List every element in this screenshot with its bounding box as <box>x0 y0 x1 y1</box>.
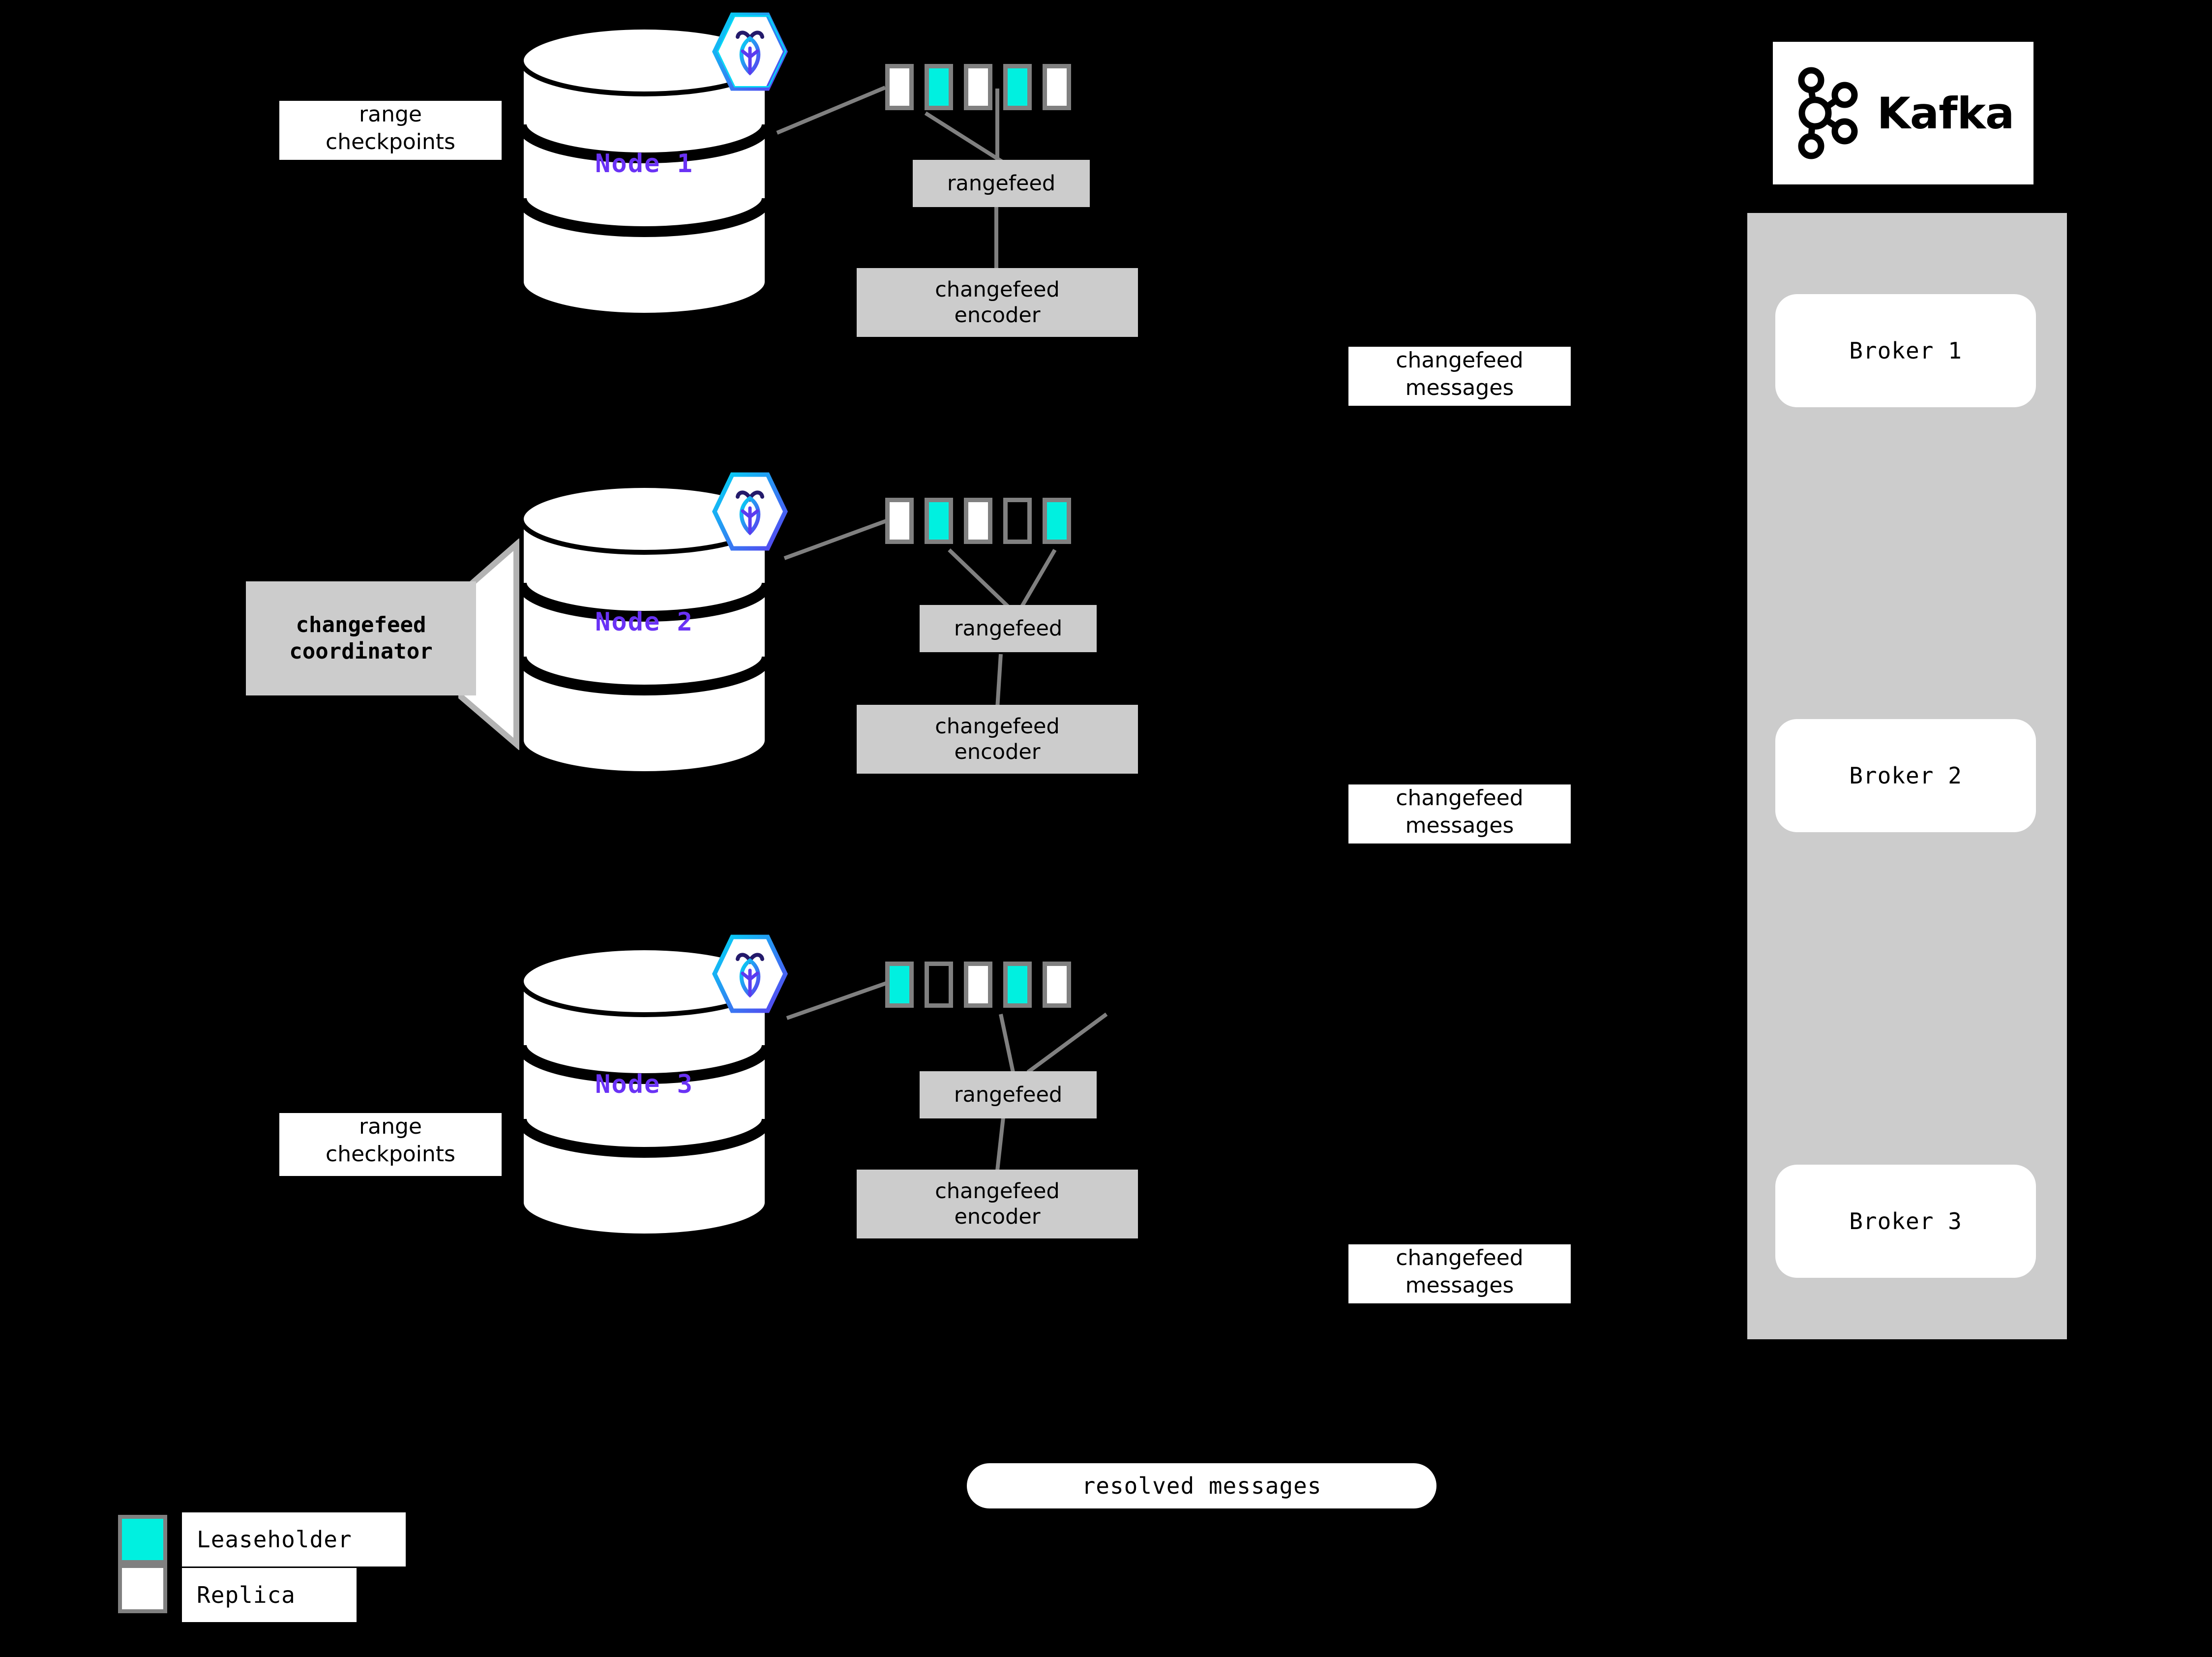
node-2-changefeed-messages-label: changefeed messages <box>1348 784 1571 844</box>
range-box-empty[interactable] <box>1003 498 1032 544</box>
cockroachdb-logo-icon <box>708 470 792 553</box>
coordinator-line-2: coordinator <box>289 639 433 664</box>
legend-label-replica: Replica <box>182 1568 357 1622</box>
range-box-leaseholder[interactable] <box>1003 64 1032 110</box>
node-1-ranges <box>885 64 1071 110</box>
legend-swatch-leaseholder <box>118 1515 167 1564</box>
node-3-range-checkpoints-box: range checkpoints <box>279 1113 502 1176</box>
kafka-wordmark: Kafka <box>1877 88 2015 139</box>
encoder-line-1: changefeed <box>935 277 1060 302</box>
legend-swatch-replica <box>118 1564 167 1613</box>
encoder-line-1: changefeed <box>935 1178 1060 1204</box>
node-3-rangefeed-box[interactable]: rangefeed <box>920 1071 1097 1118</box>
kafka-icon <box>1798 67 1858 159</box>
range-box-replica[interactable] <box>964 962 992 1008</box>
node-3-changefeed-encoder-box[interactable]: changefeed encoder <box>857 1170 1138 1238</box>
encoder-line-2: encoder <box>954 303 1041 328</box>
checkpoints-line-2: checkpoints <box>326 129 455 155</box>
checkpoints-line-2: checkpoints <box>326 1142 455 1167</box>
broker-3[interactable]: Broker 3 <box>1775 1165 2036 1278</box>
range-box-replica[interactable] <box>885 64 914 110</box>
range-box-replica[interactable] <box>885 498 914 544</box>
coordinator-line-1: changefeed <box>296 612 426 638</box>
node-1-changefeed-encoder-box[interactable]: changefeed encoder <box>857 268 1138 337</box>
range-box-replica[interactable] <box>1043 64 1071 110</box>
range-box-replica[interactable] <box>964 64 992 110</box>
range-box-replica[interactable] <box>1043 962 1071 1008</box>
changefeed-coordinator-box[interactable]: changefeed coordinator <box>246 581 476 695</box>
node-1-changefeed-messages-label: changefeed messages <box>1348 347 1571 406</box>
messages-line-2: messages <box>1405 813 1514 839</box>
kafka-logo-box: Kafka <box>1773 42 2033 184</box>
range-box-leaseholder[interactable] <box>885 962 914 1008</box>
node-2-rangefeed-box[interactable]: rangefeed <box>920 605 1097 652</box>
range-box-leaseholder[interactable] <box>1003 962 1032 1008</box>
node-1-rangefeed-box[interactable]: rangefeed <box>913 160 1090 207</box>
range-box-leaseholder[interactable] <box>1043 498 1071 544</box>
legend-label-leaseholder: Leaseholder <box>182 1512 406 1567</box>
messages-line-2: messages <box>1405 375 1514 401</box>
encoder-line-1: changefeed <box>935 714 1060 739</box>
resolved-messages-pill[interactable]: resolved messages <box>967 1463 1436 1508</box>
range-box-replica[interactable] <box>964 498 992 544</box>
broker-1[interactable]: Broker 1 <box>1775 294 2036 407</box>
messages-line-2: messages <box>1405 1273 1514 1298</box>
node-3-changefeed-messages-label: changefeed messages <box>1348 1244 1571 1303</box>
encoder-line-2: encoder <box>954 1205 1041 1229</box>
checkpoints-line-1: range <box>359 1114 422 1139</box>
cockroachdb-logo-icon <box>708 10 792 93</box>
broker-2[interactable]: Broker 2 <box>1775 719 2036 832</box>
range-box-leaseholder[interactable] <box>925 498 953 544</box>
messages-line-1: changefeed <box>1396 348 1524 373</box>
messages-line-1: changefeed <box>1396 1245 1524 1270</box>
cockroachdb-logo-icon <box>708 932 792 1016</box>
node-3-ranges <box>885 962 1071 1008</box>
node-2-changefeed-encoder-box[interactable]: changefeed encoder <box>857 705 1138 774</box>
messages-line-1: changefeed <box>1396 785 1524 811</box>
node-2-ranges <box>885 498 1071 544</box>
node-1-range-checkpoints-box: range checkpoints <box>279 101 502 160</box>
range-box-leaseholder[interactable] <box>925 64 953 110</box>
node-3-cylinder: Node 3 <box>516 944 772 1239</box>
checkpoints-line-1: range <box>359 102 422 127</box>
encoder-line-2: encoder <box>954 740 1041 764</box>
range-box-empty[interactable] <box>925 962 953 1008</box>
